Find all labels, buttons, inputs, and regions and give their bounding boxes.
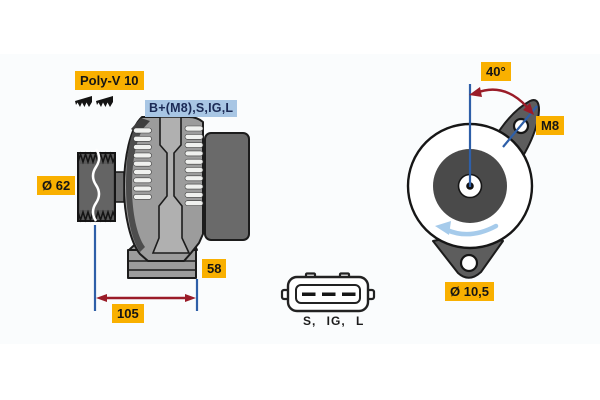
vent-slots-front	[133, 127, 152, 200]
pulley-diameter-label: Ø 62	[37, 176, 76, 195]
connector-pin	[322, 292, 336, 296]
lug-hole-bottom	[459, 253, 479, 273]
angle-arc-arrow-icon	[469, 87, 534, 115]
rear-view-drawing	[406, 84, 540, 279]
terminal-thread-label: M8	[536, 116, 565, 135]
length-dimension-label: 105	[112, 304, 144, 323]
depth-dimension-label: 58	[202, 259, 227, 278]
rear-housing	[204, 132, 250, 241]
connector-pin	[342, 292, 356, 296]
belt-profile-icon	[75, 96, 92, 107]
pulley-grooves-bottom	[77, 209, 116, 223]
connector-pins-label: S, IG, L	[303, 314, 365, 328]
rotation-arrow-icon	[435, 221, 499, 237]
dimension-arrow-icon	[96, 294, 196, 302]
connector-drawing	[280, 272, 376, 313]
pulley	[77, 148, 116, 223]
mount-hole-diameter-label: Ø 10,5	[445, 282, 495, 301]
belt-profile-icon	[96, 96, 113, 107]
pulley-grooves-top	[77, 151, 116, 165]
side-view-drawing	[77, 116, 250, 311]
shaft-spacer	[114, 171, 125, 203]
housing-center-web	[151, 116, 191, 254]
vent-slots-rear	[184, 125, 204, 206]
housing-edge-shading	[126, 119, 147, 252]
mount-angle-label: 40°	[481, 62, 511, 81]
pulley-break-line	[91, 148, 101, 222]
belt-type-label: Poly-V 10	[75, 71, 144, 90]
connector-pin	[302, 292, 316, 296]
terminals-label: B+(M8),S,IG,L	[145, 100, 238, 117]
